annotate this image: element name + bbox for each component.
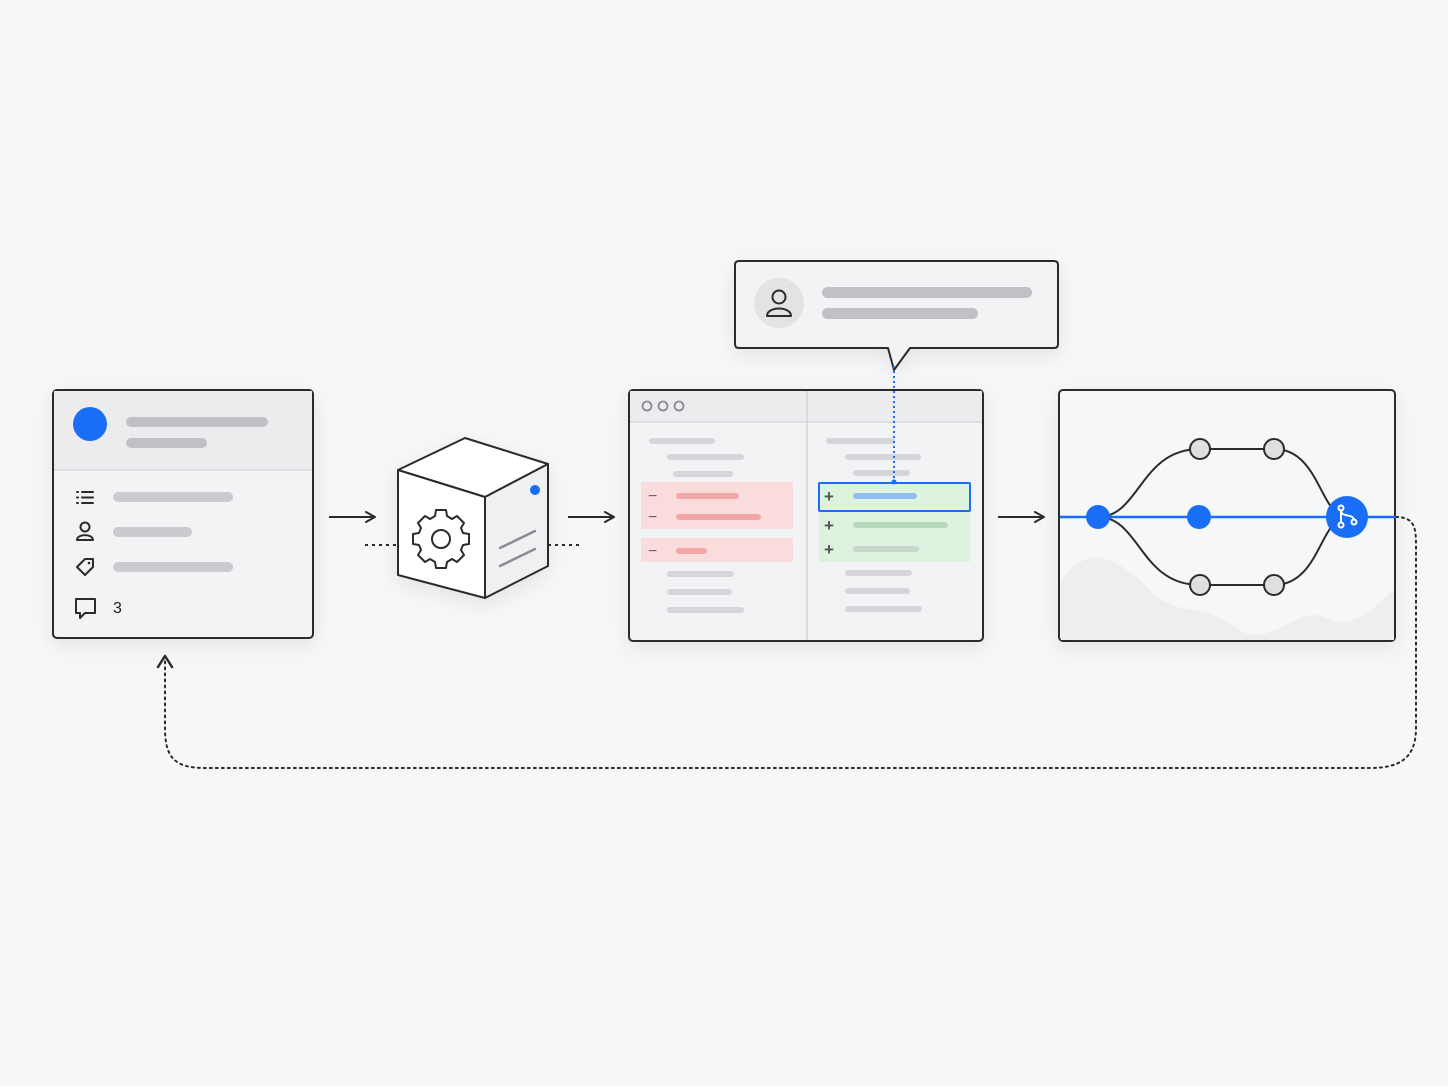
- removed-code-line: [676, 493, 739, 499]
- code-line: [667, 589, 732, 595]
- removed-lines-block: [641, 482, 793, 529]
- code-line: [667, 607, 744, 613]
- list-icon: [76, 491, 94, 504]
- selected-code-line: [853, 493, 917, 499]
- code-line: [853, 470, 910, 476]
- main-commit[interactable]: [1187, 505, 1211, 529]
- code-line: [826, 438, 895, 444]
- issue-field-placeholder: [113, 527, 192, 537]
- person-icon: [76, 521, 94, 541]
- removed-code-line: [676, 514, 761, 520]
- window-control-dot[interactable]: [657, 400, 669, 412]
- code-line: [845, 588, 910, 594]
- branch-commit[interactable]: [1263, 438, 1285, 460]
- issue-subtitle-placeholder: [126, 438, 207, 448]
- branch-commit[interactable]: [1263, 574, 1285, 596]
- added-lines-block: [819, 512, 970, 562]
- issue-field-placeholder: [113, 562, 233, 572]
- code-line: [667, 571, 734, 577]
- feedback-loop-connector: [164, 516, 1417, 769]
- tag-icon: [76, 558, 94, 576]
- code-line: [845, 606, 922, 612]
- added-marker: +: [824, 516, 834, 535]
- background-mountain: [1061, 557, 1394, 640]
- branch-graph-card[interactable]: [1058, 389, 1396, 642]
- status-indicator: [530, 485, 540, 495]
- added-marker: +: [824, 540, 834, 559]
- removed-code-line: [676, 548, 707, 554]
- processor-cube: [397, 437, 549, 599]
- window-control-dot[interactable]: [641, 400, 653, 412]
- comment-text-placeholder: [822, 287, 1032, 298]
- review-comment-popover[interactable]: [734, 260, 1059, 371]
- issue-title-placeholder: [126, 417, 268, 427]
- comment-anchor-dot: [891, 479, 897, 485]
- vent-line: [498, 529, 537, 550]
- vent-line: [498, 547, 537, 568]
- removed-marker: −: [648, 488, 657, 505]
- removed-marker: −: [648, 543, 657, 560]
- issue-field-placeholder: [113, 492, 233, 502]
- merge-node[interactable]: [1326, 496, 1368, 538]
- removed-lines-block: [641, 538, 793, 562]
- diff-window[interactable]: − − − + + +: [628, 389, 984, 642]
- code-line: [845, 570, 912, 576]
- issue-avatar: [73, 407, 107, 441]
- gear-icon: [412, 509, 470, 569]
- issue-card[interactable]: 3: [52, 389, 314, 639]
- branch-commit[interactable]: [1189, 574, 1211, 596]
- window-control-dot[interactable]: [673, 400, 685, 412]
- comment-icon: [75, 598, 96, 619]
- window-controls: [641, 400, 685, 412]
- code-line: [649, 438, 715, 444]
- added-code-line: [853, 522, 948, 528]
- comment-text-placeholder: [822, 308, 978, 319]
- added-code-line: [853, 546, 919, 552]
- code-line: [667, 454, 744, 460]
- main-commit[interactable]: [1086, 505, 1110, 529]
- code-line: [845, 454, 921, 460]
- feedback-loop-arrowhead: [156, 654, 174, 669]
- git-merge-icon: [1337, 504, 1358, 529]
- comment-count: 3: [113, 600, 122, 617]
- code-line: [673, 471, 733, 477]
- branch-commit[interactable]: [1189, 438, 1211, 460]
- added-marker: +: [824, 487, 834, 506]
- avatar-person-icon: [766, 289, 792, 317]
- removed-marker: −: [648, 509, 657, 526]
